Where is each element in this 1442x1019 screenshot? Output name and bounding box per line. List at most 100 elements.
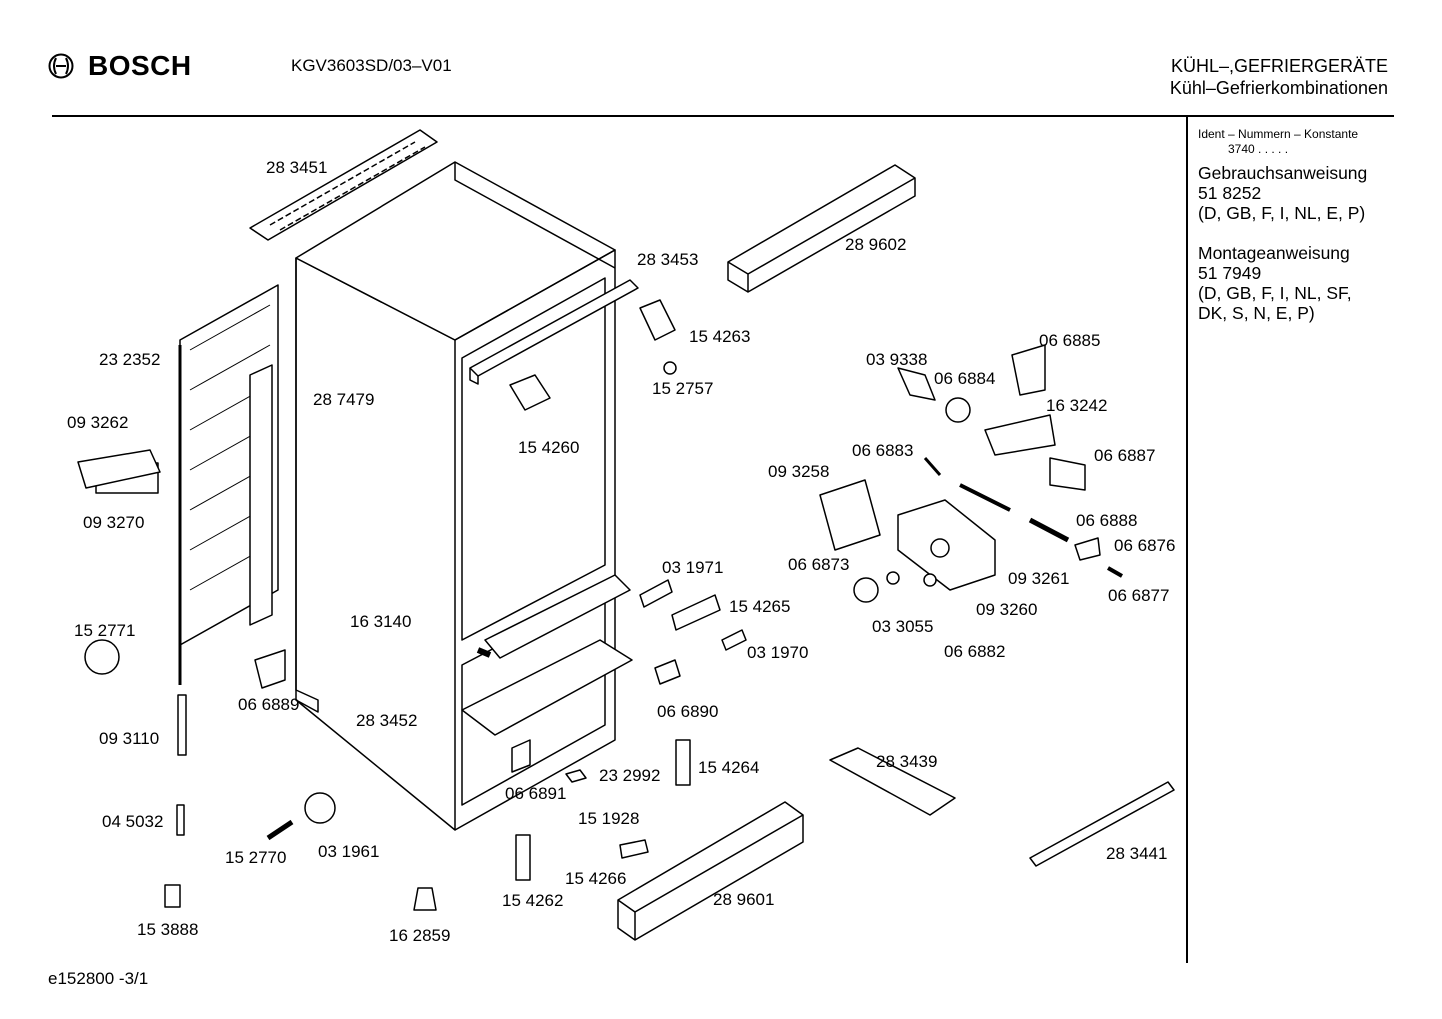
part-label: 15 2757 [652,379,714,398]
part-label: 06 6887 [1094,446,1156,465]
part-label: 23 2992 [599,766,661,785]
ident-label: Ident – Nummern – Konstante [1198,127,1359,141]
lamp-bulb [1074,537,1101,561]
lamp-socket [897,367,936,401]
spring [923,457,942,476]
part-label: 15 4262 [502,891,564,910]
screw [476,647,492,658]
part-label: 16 2859 [389,926,451,945]
part-label: 28 9602 [845,235,907,254]
part-label: 04 5032 [102,812,164,831]
bushing [663,361,677,375]
part-label: 03 1971 [662,558,724,577]
part-label: 09 3262 [67,413,129,432]
fan-wheel [84,639,120,675]
install-languages-1: (D, GB, F, I, NL, SF, [1198,283,1352,303]
temperature-knob [853,577,879,603]
part-label: 15 4265 [729,597,791,616]
part-label: 09 3270 [83,513,145,532]
holder [254,649,286,689]
part-label: 03 1961 [318,842,380,861]
long-rail [1029,781,1175,867]
top-grille [249,129,438,241]
clip [654,659,681,685]
door-rail [829,747,956,816]
washer [721,629,747,651]
condenser-coil [178,284,279,685]
hinge-bracket [675,739,691,786]
sidebar-divider [1186,117,1188,963]
door-stop [511,739,531,773]
part-label: 15 4266 [565,869,627,888]
part-label: 15 2770 [225,848,287,867]
part-label: 15 4260 [518,438,580,457]
lamp-ring [945,397,971,423]
part-label: 06 6889 [238,695,300,714]
adjustable-foot [413,887,437,911]
footer-code: e152800 -3/1 [48,969,149,988]
part-label: 06 6873 [788,555,850,574]
hinge-lower [515,834,531,881]
part-label: 06 6884 [934,369,996,388]
install-languages-2: DK, S, N, E, P) [1198,303,1315,323]
part-label: 06 6877 [1108,586,1170,605]
manual-title: Gebrauchsanweisung [1198,163,1368,183]
part-label: 28 3452 [356,711,418,730]
hinge-mid [671,594,721,631]
part-label: 28 3441 [1106,844,1168,863]
switch [1049,457,1086,491]
part-label: 28 3453 [637,250,699,269]
thermostat-housing [897,499,996,591]
cover-plate [639,579,673,608]
sensor-tube [959,483,1011,512]
part-label: 03 9338 [866,350,928,369]
knob-ring [886,571,900,585]
subcategory-title: Kühl–Gefrierkombinationen [1169,78,1388,98]
part-label: 09 3260 [976,600,1038,619]
sleeve [164,884,181,908]
part-label: 28 3439 [876,752,938,771]
model-number: KGV3603SD/03–V01 [291,56,452,75]
manual-languages: (D, GB, F, I, NL, E, P) [1198,203,1366,223]
part-label: 06 6876 [1114,536,1176,555]
install-title: Montageanweisung [1198,243,1350,263]
hinge-pin [619,839,649,859]
part-label: 09 3110 [99,729,160,748]
install-number: 51 7949 [1198,263,1262,283]
part-label: 28 3451 [266,158,328,177]
thermostat-cover [1011,344,1046,396]
part-label: 15 4263 [689,327,751,346]
knob-cap [923,573,937,587]
part-label: 23 2352 [99,350,161,369]
category-title: KÜHL–,GEFRIERGERÄTE [1170,56,1388,76]
filter-dryer [177,694,187,756]
part-label: 28 7479 [313,390,375,409]
side-profile [249,364,273,626]
shelf-rail [469,279,639,385]
gasket [77,449,161,489]
cabinet-body [295,161,616,831]
thermostat [984,414,1056,456]
glass-shelf [461,639,633,736]
part-label: 03 1970 [747,643,809,662]
bottom-trim-bar [617,801,804,941]
ident-value: 3740 . . . . . [1228,142,1289,156]
part-label: 15 4264 [698,758,760,777]
part-label: 16 3242 [1046,396,1108,415]
heater-strip [1028,517,1070,543]
hinge-top [639,299,676,341]
bosch-armature-icon [48,53,74,79]
brand-name: BOSCH [88,50,192,81]
part-label: 28 9601 [713,890,775,909]
part-label: 09 3258 [768,462,830,481]
part-label: 06 6883 [852,441,914,460]
part-label: 06 6891 [505,784,567,803]
part-label: 15 3888 [137,920,199,939]
top-trim-bar [727,164,916,293]
pin [266,819,294,841]
shelf-plate [484,574,631,659]
lamp-cover [819,479,881,551]
valve [176,804,185,836]
part-label: 16 3140 [350,612,412,631]
part-label: 15 2771 [74,621,136,640]
